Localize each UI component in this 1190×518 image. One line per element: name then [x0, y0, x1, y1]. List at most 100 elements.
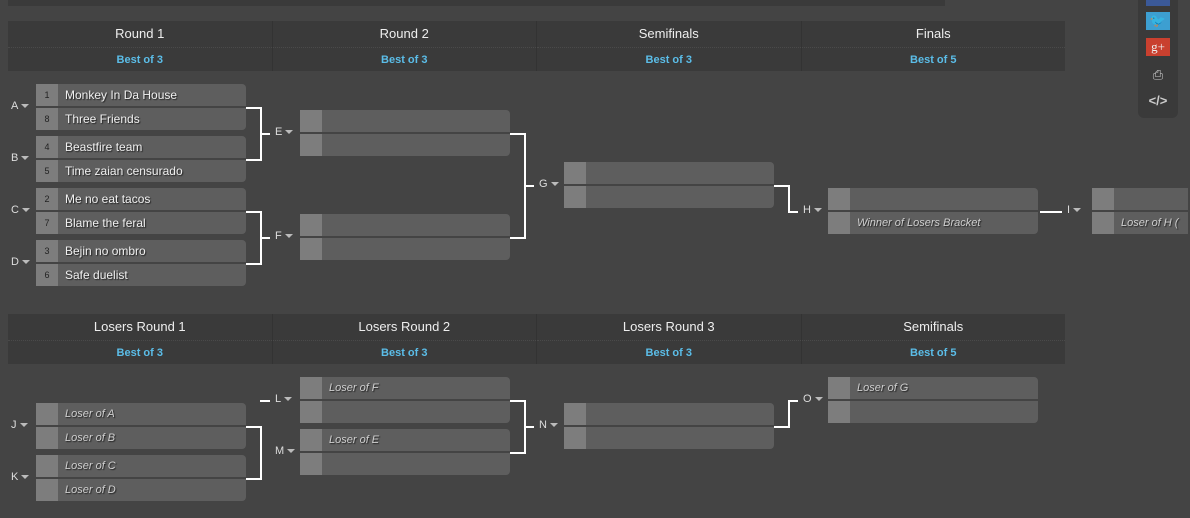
twitter-icon[interactable]: 🐦 — [1146, 12, 1170, 30]
team-name: Loser of A — [65, 408, 115, 420]
team-name: Loser of E — [329, 434, 380, 446]
facebook-icon[interactable] — [1146, 0, 1170, 6]
match-F[interactable] — [300, 214, 510, 260]
team-slot[interactable] — [300, 399, 510, 423]
team-slot[interactable]: Loser of F — [300, 377, 510, 399]
team-slot[interactable] — [300, 110, 510, 132]
team-slot[interactable]: Loser of D — [36, 477, 246, 501]
match-label-G[interactable]: G — [539, 178, 559, 190]
seed — [1092, 188, 1114, 210]
round-best-of: Best of 5 — [910, 54, 957, 66]
match-O[interactable]: Loser of G — [828, 377, 1038, 423]
match-E[interactable] — [300, 110, 510, 156]
team-slot[interactable]: Loser of E — [300, 429, 510, 451]
seed: 8 — [36, 108, 58, 130]
match-label-I[interactable]: I — [1067, 204, 1082, 216]
chevron-down-icon — [814, 397, 823, 402]
team-slot[interactable] — [564, 162, 774, 184]
bracket-line — [246, 159, 262, 161]
team-name — [322, 134, 329, 156]
team-slot[interactable] — [300, 236, 510, 260]
match-label-E[interactable]: E — [275, 126, 294, 138]
team-name — [586, 403, 593, 425]
match-I[interactable]: Loser of H ( — [1092, 188, 1188, 234]
team-slot[interactable] — [300, 214, 510, 236]
match-M[interactable]: Loser of E — [300, 429, 510, 475]
match-label-A[interactable]: A — [11, 100, 30, 112]
match-label-M[interactable]: M — [275, 445, 296, 457]
team-slot[interactable] — [300, 451, 510, 475]
match-label-J[interactable]: J — [11, 419, 28, 431]
round-title: Round 1 — [8, 21, 272, 48]
team-slot[interactable] — [828, 399, 1038, 423]
team-name: Time zaian censurado — [65, 164, 183, 178]
team-name: Loser of F — [329, 382, 379, 394]
bracket-line — [246, 478, 262, 480]
team-slot[interactable]: Loser of A — [36, 403, 246, 425]
seed: 2 — [36, 188, 58, 210]
chevron-down-icon — [21, 104, 30, 109]
team-name — [1114, 188, 1121, 210]
match-label-B[interactable]: B — [11, 152, 30, 164]
team-slot[interactable] — [564, 403, 774, 425]
google-plus-icon[interactable]: g+ — [1146, 38, 1170, 56]
round-title: Finals — [801, 21, 1065, 48]
match-L[interactable]: Loser of F — [300, 377, 510, 423]
chevron-down-icon — [550, 182, 559, 187]
embed-icon[interactable]: </> — [1148, 93, 1168, 108]
team-slot[interactable]: Winner of Losers Bracket — [828, 210, 1038, 234]
match-label-O[interactable]: O — [803, 393, 823, 405]
team-name — [586, 162, 593, 184]
seed: 7 — [36, 212, 58, 234]
seed — [300, 238, 322, 260]
match-label-H[interactable]: H — [803, 204, 822, 216]
seed — [36, 455, 58, 477]
match-label-C[interactable]: C — [11, 204, 30, 216]
team-slot[interactable]: 5 Time zaian censurado — [36, 158, 246, 182]
team-slot[interactable]: Loser of G — [828, 377, 1038, 399]
match-label-L[interactable]: L — [275, 393, 293, 405]
team-name: Winner of Losers Bracket — [857, 217, 981, 229]
match-label-K[interactable]: K — [11, 471, 30, 483]
match-label-N[interactable]: N — [539, 419, 558, 431]
team-slot[interactable] — [564, 184, 774, 208]
match-label-F[interactable]: F — [275, 230, 293, 242]
print-icon[interactable]: ⎙ — [1152, 67, 1164, 82]
team-slot[interactable]: Loser of B — [36, 425, 246, 449]
bracket-line — [260, 133, 270, 135]
team-slot[interactable]: Loser of C — [36, 455, 246, 477]
seed: 5 — [36, 160, 58, 182]
team-slot[interactable] — [1092, 188, 1188, 210]
bracket-line — [246, 107, 262, 109]
match-label-D[interactable]: D — [11, 256, 30, 268]
team-name — [586, 427, 593, 449]
match-N[interactable] — [564, 403, 774, 449]
team-slot[interactable] — [828, 188, 1038, 210]
round-title: Round 2 — [272, 21, 536, 48]
team-slot[interactable]: Loser of H ( — [1092, 210, 1188, 234]
match-G[interactable] — [564, 162, 774, 208]
match-J[interactable]: Loser of A Loser of B — [36, 403, 246, 449]
team-slot[interactable] — [564, 425, 774, 449]
match-H[interactable]: Winner of Losers Bracket — [828, 188, 1038, 234]
team-slot[interactable] — [300, 132, 510, 156]
seed: 6 — [36, 264, 58, 286]
round-best-of: Best of 5 — [910, 347, 957, 359]
